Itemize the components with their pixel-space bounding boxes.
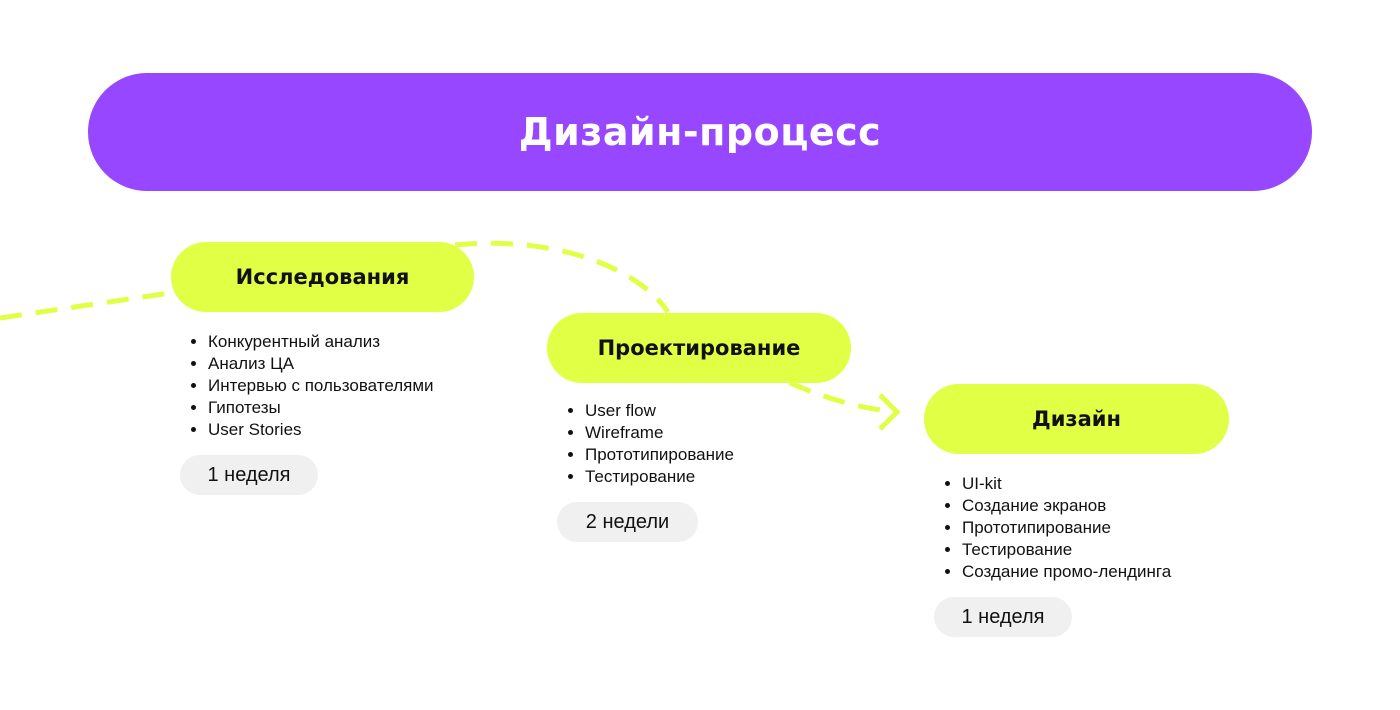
stage-label: Проектирование bbox=[597, 336, 801, 360]
list-item: Конкурентный анализ bbox=[208, 331, 434, 353]
stage-design: Дизайн bbox=[924, 384, 1229, 454]
list-item: Гипотезы bbox=[208, 397, 434, 419]
list-item: Тестирование bbox=[962, 539, 1171, 561]
list-item: UI-kit bbox=[962, 473, 1171, 495]
list-item: User Stories bbox=[208, 419, 434, 441]
list-item: Прототипирование bbox=[962, 517, 1171, 539]
list-item: Интервью с пользователями bbox=[208, 375, 434, 397]
duration-badge: 1 неделя bbox=[180, 455, 318, 495]
arrowhead-icon bbox=[878, 393, 901, 431]
duration-badge: 1 неделя bbox=[934, 597, 1072, 637]
list-item: User flow bbox=[585, 400, 734, 422]
page-title: Дизайн-процесс bbox=[518, 110, 882, 154]
stage-research: Исследования bbox=[171, 242, 474, 312]
list-item: Тестирование bbox=[585, 466, 734, 488]
list-item: Прототипирование bbox=[585, 444, 734, 466]
title-banner: Дизайн-процесс bbox=[88, 73, 1312, 191]
list-item: Wireframe bbox=[585, 422, 734, 444]
list-item: Создание промо-лендинга bbox=[962, 561, 1171, 583]
research-task-list: Конкурентный анализ Анализ ЦА Интервью с… bbox=[188, 331, 434, 441]
stage-prototyping: Проектирование bbox=[547, 313, 851, 383]
design-task-list: UI-kit Создание экранов Прототипирование… bbox=[942, 473, 1171, 583]
stage-label: Дизайн bbox=[1031, 407, 1121, 431]
list-item: Создание экранов bbox=[962, 495, 1171, 517]
prototyping-task-list: User flow Wireframe Прототипирование Тес… bbox=[565, 400, 734, 488]
duration-badge: 2 недели bbox=[557, 502, 698, 542]
list-item: Анализ ЦА bbox=[208, 353, 434, 375]
stage-label: Исследования bbox=[235, 265, 410, 289]
